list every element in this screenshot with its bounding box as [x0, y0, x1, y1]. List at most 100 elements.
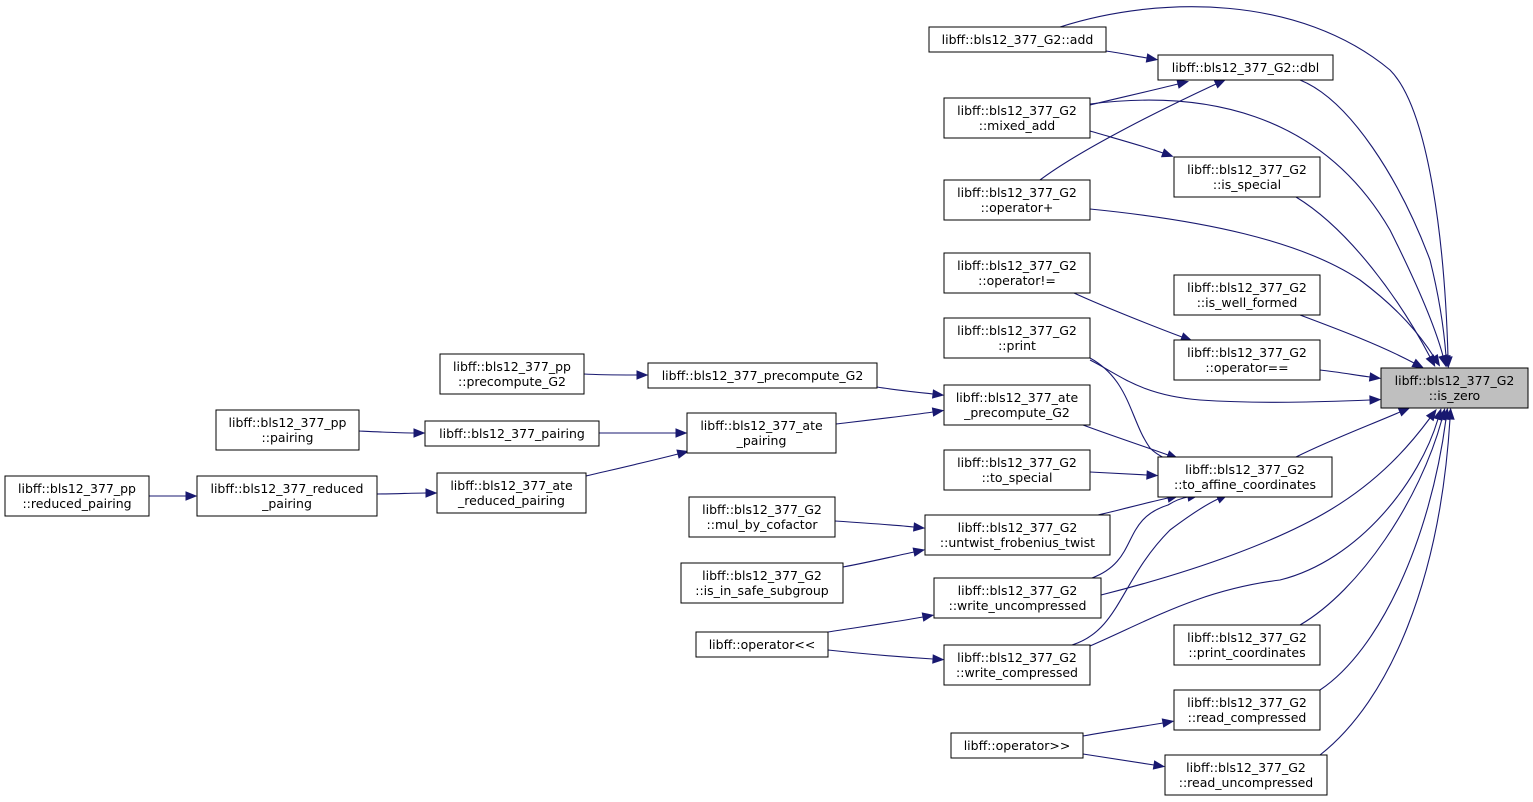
edge-line — [1319, 418, 1451, 756]
node-label-line: ::print_coordinates — [1188, 645, 1305, 660]
node-label-line: libff::bls12_377_G2::dbl — [1172, 60, 1320, 75]
edge-write_compressed-to-is_zero — [1089, 408, 1443, 647]
node-box — [424, 420, 600, 447]
edge-line — [835, 411, 934, 425]
node-is_well_formed[interactable]: libff::bls12_377_G2::is_well_formed — [1173, 274, 1321, 316]
node-label-line: ::is_special — [1213, 177, 1281, 192]
edge-line — [1299, 79, 1447, 357]
node-box — [1173, 339, 1321, 381]
edge-ate_reduced_pairing-to-ate_pairing — [585, 449, 689, 477]
node-op_shl[interactable]: libff::operator<< — [695, 631, 829, 658]
edge-pp_reduced_pairing-to-reduced_pairing — [149, 491, 198, 501]
edge-read_compressed-to-is_zero — [1319, 407, 1451, 691]
edge-print-to-is_zero — [1089, 359, 1382, 405]
node-op_neq[interactable]: libff::bls12_377_G2::operator!= — [943, 252, 1091, 294]
node-dbl[interactable]: libff::bls12_377_G2::dbl — [1157, 54, 1334, 81]
node-label-line: libff::bls12_377_G2 — [958, 583, 1078, 598]
node-ate_pairing[interactable]: libff::bls12_377_ate_pairing — [686, 412, 837, 454]
node-mul_by_cofactor[interactable]: libff::bls12_377_G2::mul_by_cofactor — [688, 496, 836, 538]
node-op_eq[interactable]: libff::bls12_377_G2::operator== — [1173, 339, 1321, 381]
edge-ate_precompute_G2-to-to_affine — [1082, 424, 1179, 460]
edge-arrowhead — [1411, 358, 1425, 369]
node-write_uncompressed[interactable]: libff::bls12_377_G2::write_uncompressed — [933, 577, 1102, 619]
node-label-line: libff::bls12_377_G2 — [1187, 345, 1307, 360]
node-label-line: libff::bls12_377_ate — [956, 390, 1079, 405]
node-ate_precompute_G2[interactable]: libff::bls12_377_ate_precompute_G2 — [943, 384, 1091, 426]
node-label-line: ::print — [998, 338, 1036, 353]
node-box — [1157, 54, 1334, 81]
node-print[interactable]: libff::bls12_377_G2::print — [943, 317, 1091, 359]
node-is_special[interactable]: libff::bls12_377_G2::is_special — [1173, 156, 1321, 198]
node-box — [943, 179, 1091, 221]
edge-arrowhead — [921, 612, 935, 622]
node-pairing[interactable]: libff::bls12_377_pairing — [424, 420, 600, 447]
node-label-line: libff::bls12_377_G2 — [957, 455, 1077, 470]
edge-arrowhead — [1397, 407, 1411, 417]
edge-line — [1089, 83, 1179, 106]
node-pp_precompute_G2[interactable]: libff::bls12_377_pp::precompute_G2 — [439, 353, 585, 395]
node-box — [688, 496, 836, 538]
node-box — [1164, 754, 1328, 796]
node-box — [215, 409, 360, 451]
node-label-line: ::write_compressed — [956, 665, 1078, 680]
node-ate_reduced_pairing[interactable]: libff::bls12_377_ate_reduced_pairing — [436, 472, 587, 514]
node-box — [1380, 367, 1529, 409]
node-mixed_add[interactable]: libff::bls12_377_G2::mixed_add — [943, 97, 1091, 139]
node-label-line: libff::bls12_377_G2 — [1187, 630, 1307, 645]
edge-line — [827, 616, 924, 633]
node-op_shr[interactable]: libff::operator>> — [950, 732, 1084, 759]
edge-precompute_G2-to-ate_precompute_G2 — [876, 386, 945, 399]
node-label-line: ::to_affine_coordinates — [1174, 477, 1316, 492]
node-label-line: libff::bls12_377_pp — [18, 481, 136, 496]
node-to_affine[interactable]: libff::bls12_377_G2::to_affine_coordinat… — [1157, 456, 1333, 498]
node-pp_reduced_pairing[interactable]: libff::bls12_377_pp::reduced_pairing — [4, 475, 150, 517]
node-label-line: libff::operator>> — [964, 738, 1071, 753]
node-box — [924, 514, 1111, 556]
node-is_in_safe_subgroup[interactable]: libff::bls12_377_G2::is_in_safe_subgroup — [680, 562, 844, 604]
edge-arrowhead — [675, 428, 688, 438]
edge-print-to-to_affine — [1089, 357, 1188, 467]
edge-arrowhead — [413, 428, 426, 438]
edge-arrowhead — [636, 370, 649, 380]
node-op_plus[interactable]: libff::bls12_377_G2::operator+ — [943, 179, 1091, 221]
edge-line — [1082, 753, 1155, 766]
node-read_uncompressed[interactable]: libff::bls12_377_G2::read_uncompressed — [1164, 754, 1328, 796]
edge-line — [1299, 314, 1415, 364]
node-read_compressed[interactable]: libff::bls12_377_G2::read_compressed — [1173, 689, 1321, 731]
node-write_compressed[interactable]: libff::bls12_377_G2::write_compressed — [943, 644, 1091, 686]
edge-arrowhead — [1445, 407, 1455, 420]
edge-mul_by_cofactor-to-untwist — [834, 520, 926, 532]
node-label-line: ::operator!= — [978, 273, 1056, 288]
node-precompute_G2[interactable]: libff::bls12_377_precompute_G2 — [647, 362, 878, 389]
edge-arrowhead — [1161, 718, 1175, 728]
node-label-line: libff::bls12_377_reduced — [210, 481, 363, 496]
node-reduced_pairing[interactable]: libff::bls12_377_reduced_pairing — [196, 475, 378, 517]
edge-print_coordinates-to-is_zero — [1299, 408, 1447, 626]
edge-add-to-dbl — [1105, 50, 1159, 63]
edge-line — [358, 430, 415, 434]
node-label-line: ::mul_by_cofactor — [707, 517, 819, 532]
node-box — [943, 449, 1091, 491]
node-to_special[interactable]: libff::bls12_377_G2::to_special — [943, 449, 1091, 491]
edge-op_shr-to-read_compressed — [1082, 718, 1175, 737]
node-box — [1173, 689, 1321, 731]
node-add[interactable]: libff::bls12_377_G2::add — [928, 26, 1107, 53]
edge-line — [1089, 359, 1371, 403]
node-label-line: libff::bls12_377_G2 — [957, 103, 1077, 118]
node-print_coordinates[interactable]: libff::bls12_377_G2::print_coordinates — [1173, 624, 1321, 666]
edges-layer — [149, 6, 1455, 770]
node-label-line: libff::bls12_377_G2 — [1187, 695, 1307, 710]
node-label-line: _reduced_pairing — [457, 493, 565, 508]
node-label-line: libff::bls12_377_ate — [700, 418, 823, 433]
edge-line — [1097, 497, 1169, 516]
edge-arrowhead — [1146, 470, 1159, 480]
node-box — [943, 317, 1091, 359]
node-box — [943, 97, 1091, 139]
node-box — [1157, 456, 1333, 498]
nodes-layer: libff::bls12_377_G2::is_zerolibff::bls12… — [4, 26, 1529, 796]
node-is_zero[interactable]: libff::bls12_377_G2::is_zero — [1380, 367, 1529, 409]
edge-arrowhead — [1368, 372, 1382, 382]
node-pp_pairing[interactable]: libff::bls12_377_pp::pairing — [215, 409, 360, 451]
node-label-line: libff::bls12_377_pp — [229, 415, 347, 430]
node-untwist[interactable]: libff::bls12_377_G2::untwist_frobenius_t… — [924, 514, 1111, 556]
